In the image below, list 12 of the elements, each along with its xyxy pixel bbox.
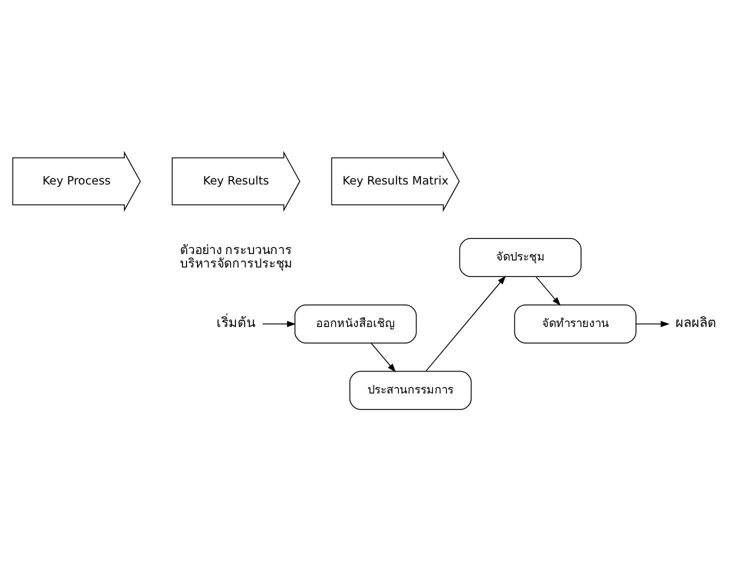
arrow (370, 342, 396, 372)
node-box: จัดทำรายงาน (514, 304, 636, 343)
node-box: ประสานกรรมการ (349, 370, 472, 410)
node-text: ผลผลิต (675, 314, 716, 330)
arrow (262, 320, 296, 327)
arrow (426, 275, 506, 371)
node-box: ออกหนังสือเชิญ (294, 304, 417, 343)
node-box: จัดประชุม (459, 238, 582, 277)
arrow (536, 276, 561, 306)
arrow (636, 320, 670, 327)
node-text: เริ่มต้น (216, 314, 256, 330)
label: ตัวอย่าง กระบวนการ บริหารจัดการประชุม (180, 242, 292, 270)
